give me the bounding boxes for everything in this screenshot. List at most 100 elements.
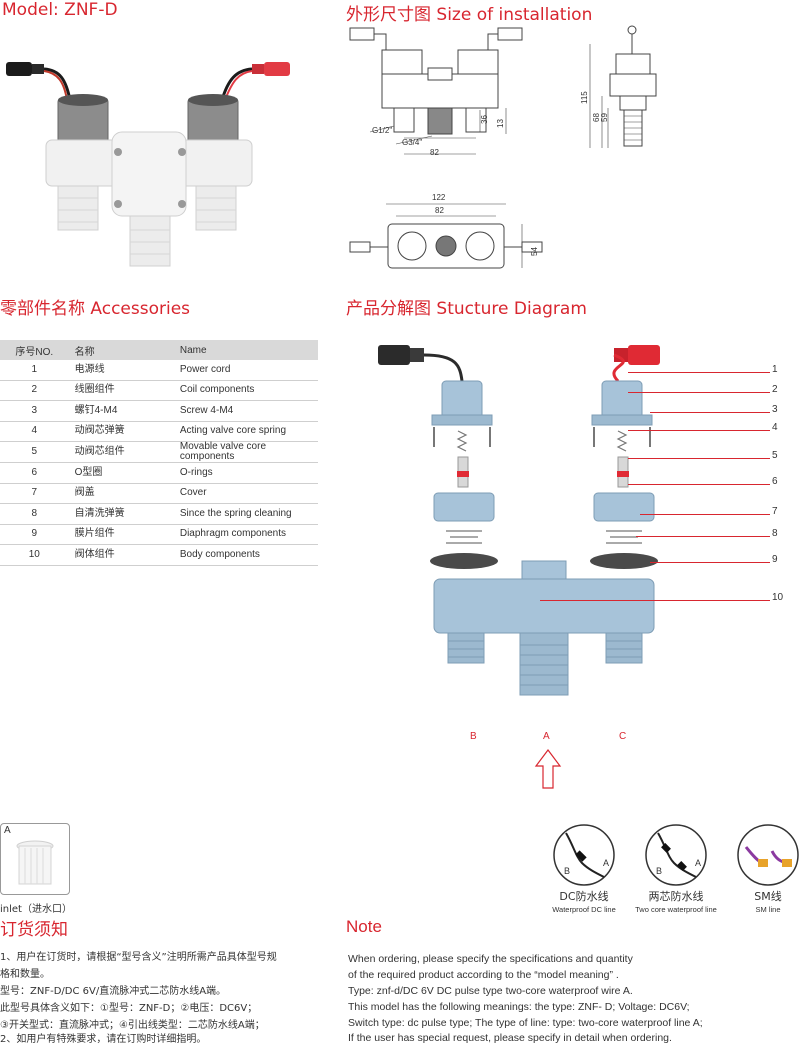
- cell-no: 2: [0, 380, 69, 401]
- callout-line-10: [540, 600, 770, 601]
- wire-2-a: A: [695, 858, 702, 868]
- port-a-label: A: [543, 731, 550, 742]
- wire-2-subtitle: Two core waterproof line: [635, 905, 717, 914]
- cell-name-cn: O型圈: [68, 462, 174, 484]
- inlet-caption: inlet（进水口）: [0, 904, 72, 915]
- wire-3-title: SM线: [754, 890, 782, 903]
- cell-name-en: Power cord: [173, 360, 318, 381]
- black-plug-icon: [6, 62, 72, 101]
- cell-name-en: Since the spring cleaning: [173, 503, 318, 525]
- note-line-1: When ordering, please specify the specif…: [348, 953, 633, 965]
- cell-no: 10: [0, 544, 69, 566]
- red-plug-icon: [220, 62, 290, 101]
- callout-line-3: [650, 412, 770, 413]
- black-plug-icon: [378, 345, 464, 382]
- model-title: Model: ZNF-D: [2, 0, 118, 20]
- order-cn-line-3: 型号：ZNF-D/DC 6V/直流脉冲式二芯防水线A端。: [0, 986, 227, 997]
- note-line-5: Switch type: dc pulse type; The type of …: [348, 1017, 703, 1029]
- callout-line-2: [628, 392, 770, 393]
- dim-59: 59: [600, 113, 609, 122]
- wire-1-title: DC防水线: [559, 890, 609, 903]
- note-line-4: This model has the following meanings: t…: [348, 1001, 690, 1013]
- note-line-3: Type: znf-d/DC 6V DC pulse type two-core…: [348, 985, 633, 997]
- header-name-cn: 名称: [68, 340, 174, 360]
- callout-line-5: [628, 458, 770, 459]
- callout-3: 3: [772, 404, 778, 415]
- cell-name-en: Cover: [173, 483, 318, 504]
- dim-36: 36: [480, 115, 489, 124]
- callout-line-6: [628, 484, 770, 485]
- wire-3-subtitle: SM line: [755, 905, 781, 914]
- cell-no: 5: [0, 441, 69, 463]
- cell-name-cn: 阀盖: [68, 483, 174, 504]
- sm-line-icon: [737, 824, 799, 886]
- callout-8: 8: [772, 528, 778, 539]
- callout-line-4: [628, 430, 770, 431]
- cell-no: 8: [0, 503, 69, 525]
- dim-54: 54: [530, 247, 539, 256]
- cell-name-en: Acting valve core spring: [173, 421, 318, 442]
- inlet-box: A: [0, 823, 70, 895]
- dim-82-top: 82: [435, 206, 444, 215]
- cell-no: 1: [0, 360, 69, 381]
- note-title: Note: [346, 917, 382, 936]
- cell-name-cn: 膜片组件: [68, 524, 174, 545]
- header-no: 序号NO.: [0, 340, 69, 360]
- dim-82-front: 82: [430, 148, 439, 157]
- red-plug-icon: [612, 345, 660, 383]
- port-b-label: B: [470, 731, 477, 742]
- cell-name-en: Movable valve core components: [173, 441, 318, 463]
- two-core-waterproof-line-icon: [645, 824, 707, 886]
- dim-g34: G3/4": [402, 138, 423, 147]
- cell-name-cn: 自清洗弹簧: [68, 503, 174, 525]
- dim-122: 122: [432, 193, 446, 202]
- cell-no: 4: [0, 421, 69, 442]
- order-cn-line-4: 此型号具体含义如下：①型号：ZNF-D；②电压：DC6V；: [0, 1003, 258, 1014]
- callout-6: 6: [772, 476, 778, 487]
- callout-1: 1: [772, 364, 778, 375]
- dim-g12: G1/2": [372, 126, 393, 135]
- callout-10: 10: [772, 592, 784, 603]
- wire-2-title: 两芯防水线: [648, 890, 704, 903]
- accessories-title: 零部件名称 Accessories: [0, 299, 191, 319]
- callout-line-8: [636, 536, 770, 537]
- side-view-drawing: [589, 25, 657, 148]
- cell-name-en: Body components: [173, 544, 318, 566]
- installation-title: 外形尺寸图 Size of installation: [346, 5, 593, 25]
- callout-5: 5: [772, 450, 778, 461]
- wire-1-a: A: [603, 858, 610, 868]
- order-cn-title: 订货须知: [0, 920, 68, 940]
- table-header-row: 序号NO. 名称 Name: [0, 340, 318, 360]
- order-cn-line-2: 格和数量。: [0, 969, 50, 980]
- port-c-label: C: [619, 731, 627, 742]
- cell-name-cn: 动阀芯组件: [68, 441, 174, 463]
- wire-1-subtitle: Waterproof DC line: [552, 905, 616, 914]
- exploded-diagram: [378, 345, 660, 696]
- callout-4: 4: [772, 422, 778, 433]
- cell-name-en: O-rings: [173, 462, 318, 484]
- callout-7: 7: [772, 506, 778, 517]
- front-view-drawing: [349, 27, 523, 155]
- callout-line-9: [650, 562, 770, 563]
- order-cn-line-5: ③开关型式：直流脉冲式；④引出线类型：二芯防水线A端；: [0, 1020, 265, 1031]
- cell-name-en: Screw 4-M4: [173, 400, 318, 422]
- order-cn-line-6: 2、如用户有特殊要求，请在订购时详细指明。: [0, 1034, 207, 1045]
- inlet-arrow-icon: [534, 749, 562, 789]
- note-line-2: of the required product according to the…: [348, 969, 619, 981]
- note-line-6: If the user has special request, please …: [348, 1032, 672, 1044]
- cell-name-en: Diaphragm components: [173, 524, 318, 545]
- wire-2-b: B: [656, 866, 663, 876]
- product-photo: [6, 62, 290, 267]
- dim-13: 13: [496, 119, 505, 128]
- callout-9: 9: [772, 554, 778, 565]
